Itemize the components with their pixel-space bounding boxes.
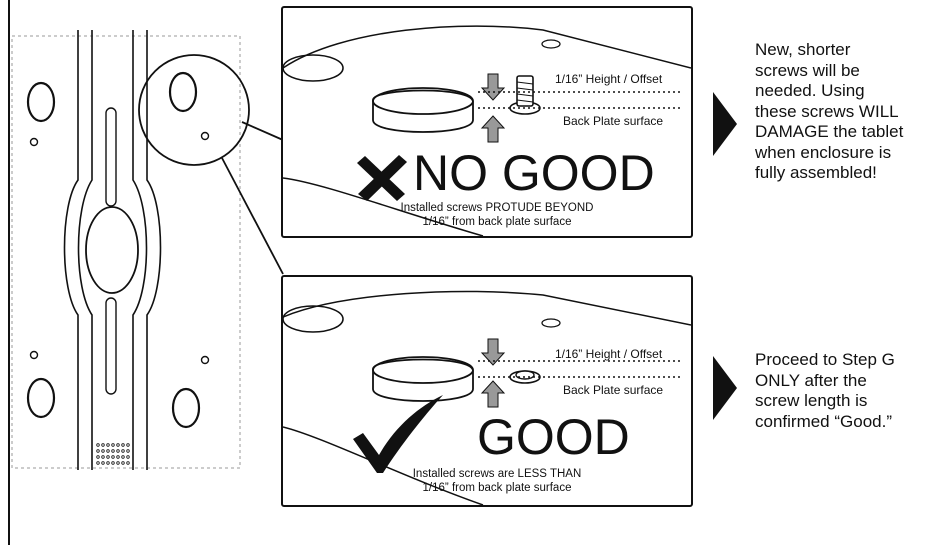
- note-line: New, shorter: [755, 40, 851, 59]
- good-caption-line-2: 1/16” from back plate surface: [422, 482, 572, 494]
- back-plate-surface-label: Back Plate surface: [563, 114, 664, 128]
- note-line: screw length is: [755, 391, 868, 410]
- note-line: needed. Using: [755, 81, 865, 100]
- page-left-rule: [8, 0, 10, 545]
- note-line: these screws WILL: [755, 101, 899, 121]
- note-line: fully assembled!: [755, 163, 877, 182]
- good-panel: 1/16” Height / Offset Back Plate surface…: [281, 275, 693, 507]
- good-caption: Installed screws are LESS THAN 1/16” fro…: [367, 467, 627, 495]
- good-note: Proceed to Step G ONLY after the screw l…: [755, 350, 895, 432]
- note-line: screws will be: [755, 60, 860, 80]
- right-arrow-icon: [713, 356, 737, 420]
- note-line: confirmed “Good.”: [755, 411, 892, 431]
- cross-icon: [357, 155, 407, 201]
- height-offset-label: 1/16” Height / Offset: [555, 72, 663, 86]
- note-line: Proceed to Step G: [755, 350, 895, 369]
- back-plate-surface-label: Back Plate surface: [563, 383, 664, 397]
- right-arrow-icon: [713, 92, 737, 156]
- no-good-caption: Installed screws PROTUDE BEYOND 1/16” fr…: [367, 201, 627, 229]
- checkmark-icon: [353, 395, 443, 473]
- no-good-panel: 1/16” Height / Offset Back Plate surface…: [281, 6, 693, 238]
- height-offset-label: 1/16” Height / Offset: [555, 347, 663, 361]
- good-detail-illustration: [283, 290, 691, 505]
- no-good-verdict: NO GOOD: [413, 145, 655, 201]
- no-good-caption-line-2: 1/16” from back plate surface: [422, 216, 572, 228]
- good-verdict: GOOD: [477, 409, 630, 465]
- no-good-note: New, shorter screws will be needed. Usin…: [755, 40, 903, 184]
- back-plate-illustration: [11, 30, 241, 470]
- no-good-detail-illustration: [283, 25, 691, 236]
- no-good-caption-line-1: Installed screws PROTUDE BEYOND: [400, 202, 594, 214]
- note-line: when enclosure is: [755, 142, 892, 162]
- note-line: ONLY after the: [755, 370, 867, 390]
- good-caption-line-1: Installed screws are LESS THAN: [412, 468, 582, 480]
- note-line: DAMAGE the tablet: [755, 122, 904, 141]
